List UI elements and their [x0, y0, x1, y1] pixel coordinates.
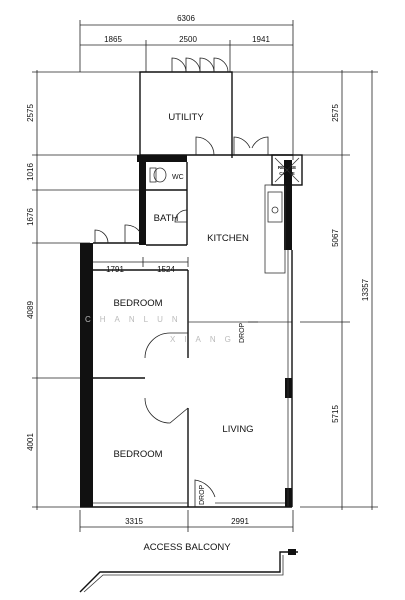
dim-right-3: 5715 [331, 405, 340, 423]
dim-right-2: 5067 [331, 229, 340, 247]
room-bedroom-1: BEDROOM [113, 298, 162, 309]
dimension-lines [32, 20, 378, 532]
dim-inner-2: 1524 [157, 265, 175, 274]
room-wc: WC [172, 174, 184, 181]
access-balcony-label: ACCESS BALCONY [143, 542, 231, 553]
dim-top-3: 1941 [252, 35, 270, 44]
drop-label-lower: DROP [199, 484, 206, 505]
room-kitchen: KITCHEN [207, 233, 249, 244]
dim-left-1: 2575 [26, 104, 35, 122]
drop-label-upper: DROP [239, 322, 246, 343]
room-living: LIVING [222, 424, 253, 435]
dim-right-total: 13357 [361, 278, 370, 301]
dim-right-1: 2575 [331, 104, 340, 122]
access-balcony-railing [79, 549, 298, 593]
room-bedroom-2: BEDROOM [113, 449, 162, 460]
refuse-chute-label-1: REFUSE [278, 165, 296, 170]
dim-top-1: 1865 [104, 35, 122, 44]
room-bath: BATH [154, 213, 179, 224]
dim-inner-1: 1791 [106, 265, 124, 274]
dim-left-4: 4089 [26, 301, 35, 319]
doors [94, 57, 269, 507]
watermark-line-1: CHANLUN [85, 315, 187, 324]
dim-bottom-1: 3315 [125, 517, 143, 526]
dim-bottom-2: 2991 [231, 517, 249, 526]
watermark-line-2: XIANG [170, 335, 240, 344]
dim-left-3: 1676 [26, 208, 35, 226]
refuse-chute-label-2: CHUTE [279, 171, 295, 176]
dim-left-5: 4001 [26, 433, 35, 451]
dim-top-2: 2500 [179, 35, 197, 44]
walls [80, 71, 303, 508]
dim-top-total: 6306 [177, 14, 195, 23]
room-utility: UTILITY [168, 112, 204, 123]
dim-left-2: 1016 [26, 163, 35, 181]
